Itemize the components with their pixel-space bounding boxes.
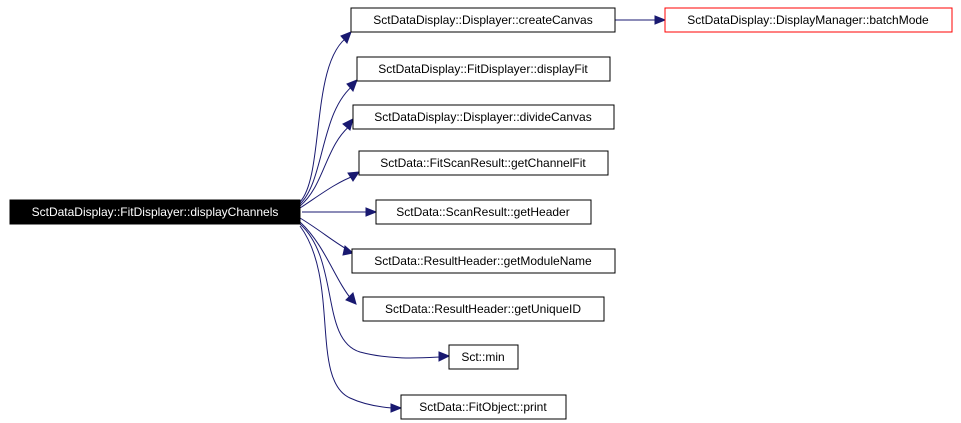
edge-to-createCanvas [299, 35, 350, 203]
node-root-displayChannels[interactable]: SctDataDisplay::FitDisplayer::displayCha… [9, 199, 301, 225]
edge-arrowhead [438, 351, 451, 362]
edge-arrowhead [365, 207, 378, 217]
node-divideCanvas[interactable]: SctDataDisplay::Displayer::divideCanvas [352, 104, 615, 130]
node-box [350, 7, 616, 33]
edge-to-displayFit [299, 83, 356, 205]
node-box [9, 199, 301, 225]
edge-to-min [299, 223, 441, 359]
edges [299, 15, 667, 413]
edge-arrowhead [347, 171, 360, 182]
node-label: SctData::ScanResult::getHeader [396, 205, 569, 219]
edge-arrowhead [390, 403, 403, 413]
node-box [351, 248, 616, 274]
node-batchMode[interactable]: SctDataDisplay::DisplayManager::batchMod… [664, 7, 953, 33]
node-box [448, 344, 519, 370]
edge-arrowhead [346, 79, 358, 92]
node-getHeader[interactable]: SctData::ScanResult::getHeader [375, 199, 592, 225]
node-label: SctDataDisplay::FitDisplayer::displayFit [378, 62, 588, 76]
node-label: SctData::ResultHeader::getModuleName [374, 254, 592, 268]
node-box [400, 394, 567, 420]
edge-arrowhead [342, 245, 355, 256]
node-box [358, 150, 609, 176]
node-displayFit[interactable]: SctDataDisplay::FitDisplayer::displayFit [356, 56, 611, 82]
node-label: SctData::FitObject::print [419, 400, 547, 414]
node-print[interactable]: SctData::FitObject::print [400, 394, 567, 420]
node-label: SctDataDisplay::Displayer::divideCanvas [374, 110, 591, 124]
node-box [362, 296, 605, 322]
edge-to-getUniqueID [299, 221, 353, 301]
node-getUniqueID[interactable]: SctData::ResultHeader::getUniqueID [362, 296, 605, 322]
node-min[interactable]: Sct::min [448, 344, 519, 370]
node-getModuleName[interactable]: SctData::ResultHeader::getModuleName [351, 248, 616, 274]
node-label: Sct::min [461, 350, 504, 364]
node-label: SctDataDisplay::Displayer::createCanvas [373, 13, 592, 27]
edge-to-divideCanvas [299, 123, 353, 207]
node-createCanvas[interactable]: SctDataDisplay::Displayer::createCanvas [350, 7, 616, 33]
edge-arrowhead [340, 31, 352, 44]
edge-arrowhead [342, 118, 354, 131]
node-box [356, 56, 611, 82]
node-box [375, 199, 592, 225]
edge-to-print [299, 225, 393, 409]
node-label: SctData::FitScanResult::getChannelFit [380, 156, 586, 170]
node-label: SctDataDisplay::DisplayManager::batchMod… [687, 13, 929, 27]
edge-to-getModuleName [299, 217, 351, 252]
node-box [352, 104, 615, 130]
edge-arrowhead [654, 15, 667, 25]
node-box [664, 7, 953, 33]
node-label: SctData::ResultHeader::getUniqueID [385, 302, 581, 316]
edge-arrowhead [345, 292, 357, 305]
node-label: SctDataDisplay::FitDisplayer::displayCha… [32, 205, 279, 219]
node-getChannelFit[interactable]: SctData::FitScanResult::getChannelFit [358, 150, 609, 176]
